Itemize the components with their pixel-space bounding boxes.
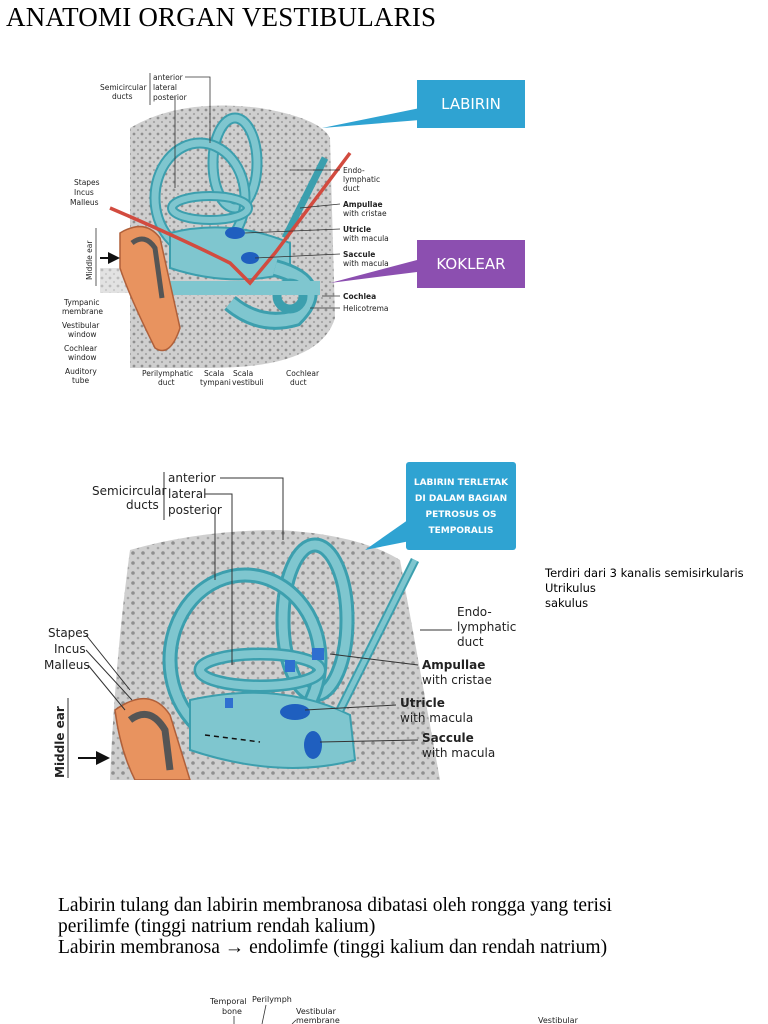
saccule-macula bbox=[304, 731, 322, 759]
callout-line-1: LABIRIN TERLETAK bbox=[414, 478, 509, 488]
label-scala-tympani-2: tympani bbox=[200, 378, 231, 387]
labyrinth-diagram-1-svg: Semicircular ducts anterior lateral post… bbox=[62, 73, 525, 387]
label-perilymphatic-duct: duct bbox=[158, 378, 175, 387]
label-posterior: posterior bbox=[153, 93, 188, 102]
side-note-line-1: Terdiri dari 3 kanalis semisirkularis bbox=[545, 566, 744, 580]
label-saccule-macula: with macula bbox=[343, 259, 389, 268]
body-text: Labirin tulang dan labirin membranosa di… bbox=[58, 895, 748, 958]
label-cochlear-duct-1: Cochlear bbox=[286, 369, 320, 378]
label-with-cristae: with cristae bbox=[343, 209, 387, 218]
label-endo-duct: duct bbox=[457, 635, 484, 649]
label-anterior: anterior bbox=[153, 73, 184, 82]
labyrinth-diagram-2: Semicircular ducts anterior lateral post… bbox=[20, 460, 520, 780]
label-lateral: lateral bbox=[153, 83, 177, 92]
label-lateral: lateral bbox=[168, 487, 206, 501]
label-perilymph: Perilymph bbox=[252, 995, 292, 1004]
label-cochlear-duct-2: duct bbox=[290, 378, 307, 387]
label-endo: Endo- bbox=[343, 166, 365, 175]
label-perilymphatic: Perilymphatic bbox=[142, 369, 193, 378]
label-cochlea: Cochlea bbox=[343, 292, 376, 301]
cochlea-diagram-partial-svg: Temporal bone Perilymph Vestibular membr… bbox=[209, 995, 579, 1024]
label-endo: Endo- bbox=[457, 605, 492, 619]
side-note: Terdiri dari 3 kanalis semisirkularis Ut… bbox=[545, 566, 760, 611]
body-line-1: Labirin tulang dan labirin membranosa di… bbox=[58, 895, 612, 916]
label-auditory: Auditory bbox=[65, 367, 97, 376]
endolymphatic-duct bbox=[281, 156, 329, 240]
label-cochlear: Cochlear bbox=[64, 344, 98, 353]
callout-koklear-text: KOKLEAR bbox=[436, 255, 505, 273]
label-scala-vestibuli-2: vestibuli bbox=[232, 378, 264, 387]
label-endo-duct: duct bbox=[343, 184, 360, 193]
callout-labirin-text: LABIRIN bbox=[441, 95, 501, 113]
label-anterior: anterior bbox=[168, 471, 216, 485]
body-line-2: perilimfe (tinggi natrium rendah kalium) bbox=[58, 916, 376, 937]
label-utricle-macula: with macula bbox=[400, 711, 473, 725]
saccule-macula bbox=[241, 252, 259, 264]
label-lymphatic: lymphatic bbox=[457, 620, 516, 634]
label-vestibular-window: window bbox=[68, 330, 96, 339]
label-malleus: Malleus bbox=[44, 658, 90, 672]
cochlea-diagram-partial: Temporal bone Perilymph Vestibular membr… bbox=[200, 990, 600, 1024]
label-semicircular: Semicircular bbox=[92, 484, 167, 498]
label-tympanic-membrane: membrane bbox=[62, 307, 103, 316]
ampulla-crista bbox=[312, 648, 324, 660]
label-ducts: ducts bbox=[112, 92, 133, 101]
label-ducts: ducts bbox=[126, 498, 159, 512]
side-note-line-2: Utrikulus bbox=[545, 581, 596, 595]
labyrinth-diagram-2-svg: Semicircular ducts anterior lateral post… bbox=[44, 462, 516, 780]
side-note-line-3: sakulus bbox=[545, 596, 589, 610]
label-temporal: Temporal bbox=[209, 997, 247, 1006]
label-cochlear-window: window bbox=[68, 353, 96, 362]
label-malleus: Malleus bbox=[70, 198, 99, 207]
label-scala-vestibuli-1: Scala bbox=[233, 369, 253, 378]
callout-line-4: TEMPORALIS bbox=[429, 526, 494, 536]
label-vestibular: Vestibular bbox=[296, 1007, 337, 1016]
label-ampullae: Ampullae bbox=[343, 200, 383, 209]
label-incus: Incus bbox=[54, 642, 86, 656]
label-saccule: Saccule bbox=[343, 250, 375, 259]
label-with-cristae: with cristae bbox=[422, 673, 492, 687]
label-middle-ear: Middle ear bbox=[85, 240, 94, 280]
callout-koklear bbox=[417, 240, 525, 288]
body-line-3: Labirin membranosa → endolimfe (tinggi k… bbox=[58, 937, 608, 958]
label-posterior: posterior bbox=[168, 503, 222, 517]
utricle-macula bbox=[280, 704, 310, 720]
label-stapes: Stapes bbox=[48, 626, 89, 640]
label-membrane: membrane bbox=[296, 1016, 340, 1024]
label-scala-tympani-1: Scala bbox=[204, 369, 224, 378]
label-bone: bone bbox=[222, 1007, 242, 1016]
ossicles bbox=[119, 225, 181, 352]
page-title: ANATOMI ORGAN VESTIBULARIS bbox=[6, 2, 437, 32]
callout-petrosus bbox=[406, 462, 516, 550]
labyrinth-diagram-1: Semicircular ducts anterior lateral post… bbox=[60, 68, 540, 398]
label-vestibular: Vestibular bbox=[62, 321, 100, 330]
label-saccule: Saccule bbox=[422, 731, 474, 745]
label-helicotrema: Helicotrema bbox=[343, 304, 389, 313]
label-auditory-tube: tube bbox=[72, 376, 89, 385]
label-semicircular: Semicircular bbox=[100, 83, 147, 92]
label-vestibular-right: Vestibular bbox=[538, 1016, 579, 1024]
label-saccule-macula: with macula bbox=[422, 746, 495, 760]
label-utricle: Utricle bbox=[343, 225, 371, 234]
callout-line-2: DI DALAM BAGIAN bbox=[415, 494, 507, 504]
label-middle-ear: Middle ear bbox=[53, 706, 67, 778]
label-lymphatic: lymphatic bbox=[343, 175, 380, 184]
label-tympanic: Tympanic bbox=[63, 298, 99, 307]
label-stapes: Stapes bbox=[74, 178, 100, 187]
label-utricle-macula: with macula bbox=[343, 234, 389, 243]
callout-line-3: PETROSUS OS bbox=[425, 510, 496, 520]
callout-labirin bbox=[417, 80, 525, 128]
label-utricle: Utricle bbox=[400, 696, 445, 710]
division-line bbox=[109, 151, 352, 286]
label-incus: Incus bbox=[74, 188, 94, 197]
label-ampullae: Ampullae bbox=[422, 658, 485, 672]
utricle-macula bbox=[225, 227, 245, 239]
